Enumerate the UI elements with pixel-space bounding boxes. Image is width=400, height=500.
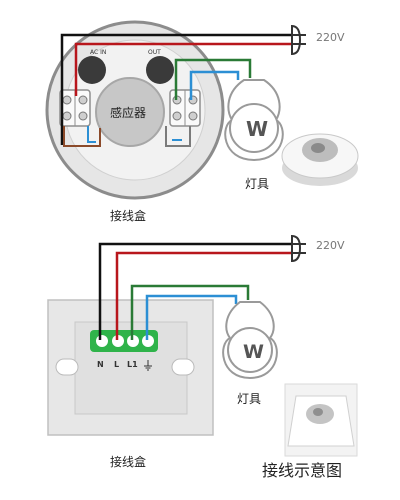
terminal-screw	[62, 95, 72, 105]
lamp-symbol-bottom: W	[243, 341, 264, 363]
lamp-circle	[227, 327, 273, 373]
neutral-wire-black	[98, 242, 293, 340]
terminal-screw	[172, 111, 182, 121]
sensor-label: 感应器	[110, 105, 146, 120]
load-wire-blue	[145, 294, 238, 340]
jumper-brown	[63, 126, 101, 147]
load-wire-green	[174, 58, 252, 100]
jumper-grey	[165, 126, 191, 147]
live-wire-red	[115, 251, 293, 340]
terminal-label-l1: L1	[127, 360, 138, 369]
terminal-screw	[62, 111, 72, 121]
neutral-wire-black	[60, 33, 293, 145]
terminal-hole-l	[112, 335, 124, 347]
lamp-circle	[229, 103, 279, 153]
earth-symbol	[144, 360, 152, 371]
terminal-screw	[78, 95, 88, 105]
out-label: OUT	[148, 49, 161, 56]
right-clip	[171, 358, 195, 376]
terminal-hole-l1	[127, 335, 139, 347]
bottom-diagram	[47, 234, 358, 457]
power-plug-symbol	[291, 24, 302, 56]
terminal-screw	[78, 111, 88, 121]
sensor-center-disc	[95, 77, 165, 147]
diagram-caption: 接线示意图	[262, 461, 342, 480]
top-diagram	[45, 20, 359, 200]
lamp-symbol-top: W	[246, 117, 268, 141]
wall-sensor-photo	[284, 383, 358, 457]
terminal-label-l: L	[114, 360, 119, 369]
lamp-label-top: 灯具	[245, 177, 269, 191]
terminal-hole-n	[96, 335, 108, 347]
jumper-blue	[87, 126, 96, 143]
box-label-top: 接线盒	[110, 208, 146, 223]
terminal-label-n: N	[97, 360, 104, 369]
live-wire-red	[74, 42, 293, 96]
terminal-screw	[188, 111, 198, 121]
ac-in-label: AC IN	[90, 49, 106, 56]
load-wire-blue	[189, 70, 240, 100]
left-clip	[55, 358, 79, 376]
terminal-hole-earth	[142, 335, 154, 347]
voltage-label-bottom: 220V	[316, 239, 345, 252]
load-wire-green	[130, 284, 250, 340]
power-plug-symbol	[291, 234, 302, 263]
mounting-hole-right	[146, 56, 174, 84]
mounting-hole-left	[78, 56, 106, 84]
voltage-label-top: 220V	[316, 31, 345, 44]
ceiling-sensor-photo	[281, 133, 359, 186]
box-label-bottom: 接线盒	[110, 454, 146, 469]
lamp-label-bottom: 灯具	[237, 392, 261, 406]
